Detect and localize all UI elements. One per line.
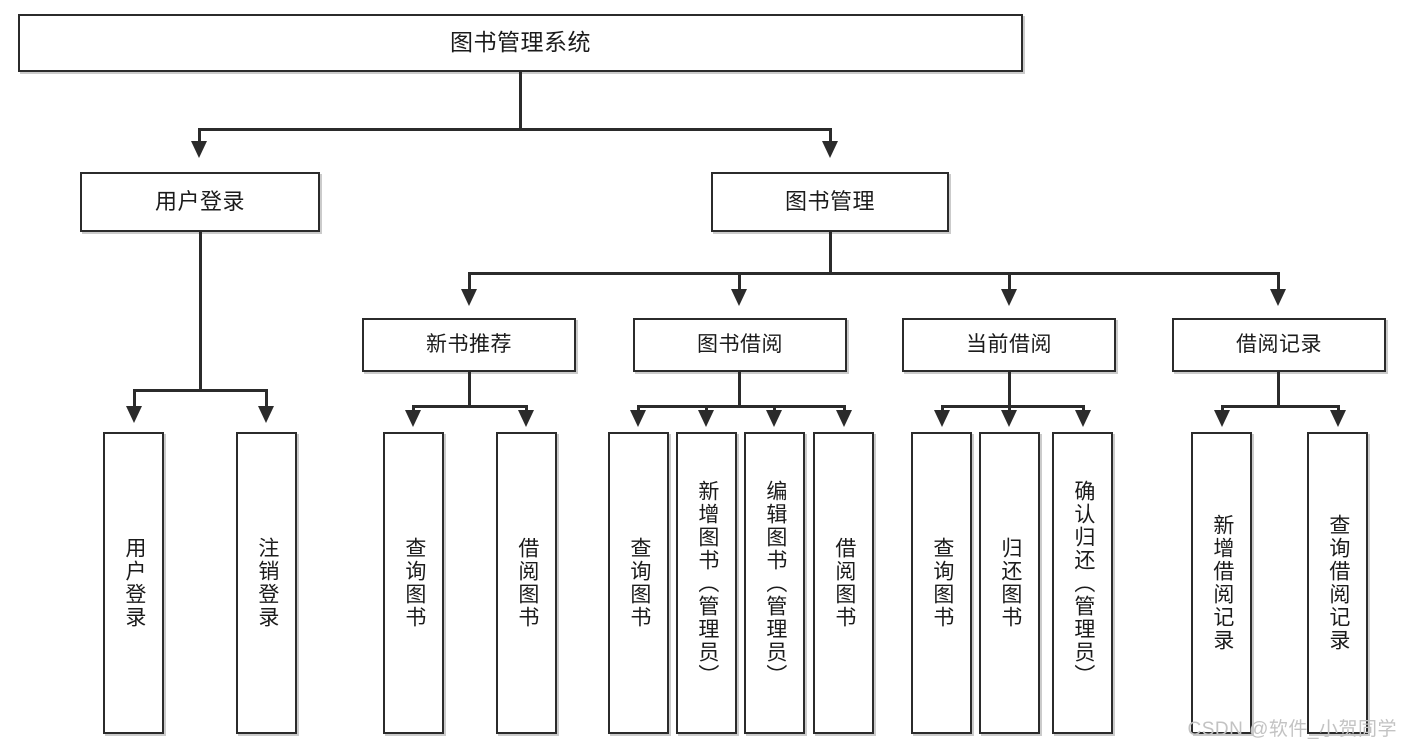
node-label: 确认归还（管理员） (1071, 479, 1095, 687)
arrow-current-borrow-child-1 (934, 410, 950, 427)
node-label: 编辑图书（管理员） (763, 479, 787, 687)
node-label: 查询图书 (627, 537, 651, 629)
node-label: 注销登录 (255, 537, 279, 629)
arrow-user-login-child-1 (126, 406, 142, 423)
leaf-current-borrow-confirm[interactable]: 确认归还（管理员） (1052, 432, 1113, 734)
arrow-new-book-child-2 (518, 410, 534, 427)
node-label: 查询图书 (930, 537, 954, 629)
leaf-borrow-record-add[interactable]: 新增借阅记录 (1191, 432, 1252, 734)
arrow-book-manage-child-2 (731, 289, 747, 306)
node-label: 图书管理 (784, 189, 875, 215)
connector-current-borrow-stem (1008, 372, 1011, 407)
leaf-book-borrow-query[interactable]: 查询图书 (608, 432, 669, 734)
connector-root-stem (519, 72, 522, 130)
node-label: 借阅记录 (1236, 332, 1322, 356)
connector-book-manage-drop-4 (1277, 272, 1280, 294)
node-root-system[interactable]: 图书管理系统 (18, 14, 1023, 72)
arrow-current-borrow-child-2 (1001, 410, 1017, 427)
connector-new-book-drop-1 (412, 405, 415, 413)
node-label: 当前借阅 (966, 332, 1052, 356)
connector-book-borrow-drop-3 (773, 405, 776, 413)
arrow-book-borrow-child-3 (766, 410, 782, 427)
connector-root-drop-right (829, 128, 832, 146)
connector-user-login-drop-1 (133, 389, 136, 411)
node-book-borrow[interactable]: 图书借阅 (633, 318, 847, 372)
connector-new-book-stem (468, 372, 471, 407)
connector-book-manage-stem (829, 232, 832, 274)
node-new-book-recommend[interactable]: 新书推荐 (362, 318, 576, 372)
watermark: CSDN @软件_小贺同学 (1187, 719, 1397, 740)
arrow-new-book-child-1 (405, 410, 421, 427)
leaf-book-borrow-add[interactable]: 新增图书（管理员） (676, 432, 737, 734)
leaf-new-book-borrow[interactable]: 借阅图书 (496, 432, 557, 734)
connector-current-borrow-bus (941, 405, 1084, 408)
connector-book-manage-bus (468, 272, 1279, 275)
connector-book-manage-drop-1 (468, 272, 471, 294)
arrow-book-borrow-child-1 (630, 410, 646, 427)
connector-new-book-bus (412, 405, 527, 408)
leaf-book-borrow-edit[interactable]: 编辑图书（管理员） (744, 432, 805, 734)
leaf-user-login-logout[interactable]: 注销登录 (236, 432, 297, 734)
arrow-root-to-book-manage (822, 141, 838, 158)
arrow-current-borrow-child-3 (1075, 410, 1091, 427)
connector-borrow-record-stem (1277, 372, 1280, 407)
arrow-book-manage-child-3 (1001, 289, 1017, 306)
leaf-book-borrow-borrow[interactable]: 借阅图书 (813, 432, 874, 734)
leaf-user-login-login[interactable]: 用户登录 (103, 432, 164, 734)
node-book-manage[interactable]: 图书管理 (711, 172, 949, 232)
connector-borrow-record-drop-2 (1337, 405, 1340, 413)
connector-book-borrow-drop-1 (637, 405, 640, 413)
connector-user-login-drop-2 (265, 389, 268, 411)
connector-current-borrow-drop-1 (941, 405, 944, 413)
connector-current-borrow-drop-2 (1008, 405, 1011, 413)
arrow-book-borrow-child-4 (836, 410, 852, 427)
connector-book-borrow-stem (738, 372, 741, 407)
connector-book-manage-drop-2 (738, 272, 741, 294)
connector-borrow-record-bus (1221, 405, 1339, 408)
connector-new-book-drop-2 (525, 405, 528, 413)
node-label: 归还图书 (998, 537, 1022, 629)
node-label: 用户登录 (122, 537, 146, 629)
arrow-book-borrow-child-2 (698, 410, 714, 427)
arrow-user-login-child-2 (258, 406, 274, 423)
connector-root-bus (198, 128, 831, 131)
node-label: 查询图书 (402, 537, 426, 629)
node-user-login[interactable]: 用户登录 (80, 172, 320, 232)
connector-root-drop-left (198, 128, 201, 146)
node-label: 新增图书（管理员） (695, 479, 719, 687)
node-label: 借阅图书 (515, 537, 539, 629)
node-label: 查询借阅记录 (1326, 514, 1350, 652)
connector-book-borrow-drop-4 (843, 405, 846, 413)
connector-current-borrow-drop-3 (1082, 405, 1085, 413)
connector-borrow-record-drop-1 (1221, 405, 1224, 413)
node-label: 借阅图书 (832, 537, 856, 629)
leaf-current-borrow-return[interactable]: 归还图书 (979, 432, 1040, 734)
connector-book-borrow-bus (637, 405, 845, 408)
node-label: 图书借阅 (697, 332, 783, 356)
node-borrow-record[interactable]: 借阅记录 (1172, 318, 1386, 372)
leaf-new-book-query[interactable]: 查询图书 (383, 432, 444, 734)
node-label: 新书推荐 (426, 332, 512, 356)
node-label: 用户登录 (154, 189, 245, 215)
connector-book-borrow-drop-2 (705, 405, 708, 413)
connector-book-manage-drop-3 (1008, 272, 1011, 294)
arrow-borrow-record-child-2 (1330, 410, 1346, 427)
arrow-book-manage-child-1 (461, 289, 477, 306)
connector-user-login-bus (133, 389, 267, 392)
node-current-borrow[interactable]: 当前借阅 (902, 318, 1116, 372)
node-label: 新增借阅记录 (1210, 514, 1234, 652)
connector-user-login-stem (199, 232, 202, 391)
leaf-borrow-record-query[interactable]: 查询借阅记录 (1307, 432, 1368, 734)
node-label: 图书管理系统 (450, 29, 591, 56)
arrow-book-manage-child-4 (1270, 289, 1286, 306)
leaf-current-borrow-query[interactable]: 查询图书 (911, 432, 972, 734)
arrow-borrow-record-child-1 (1214, 410, 1230, 427)
arrow-root-to-user-login (191, 141, 207, 158)
